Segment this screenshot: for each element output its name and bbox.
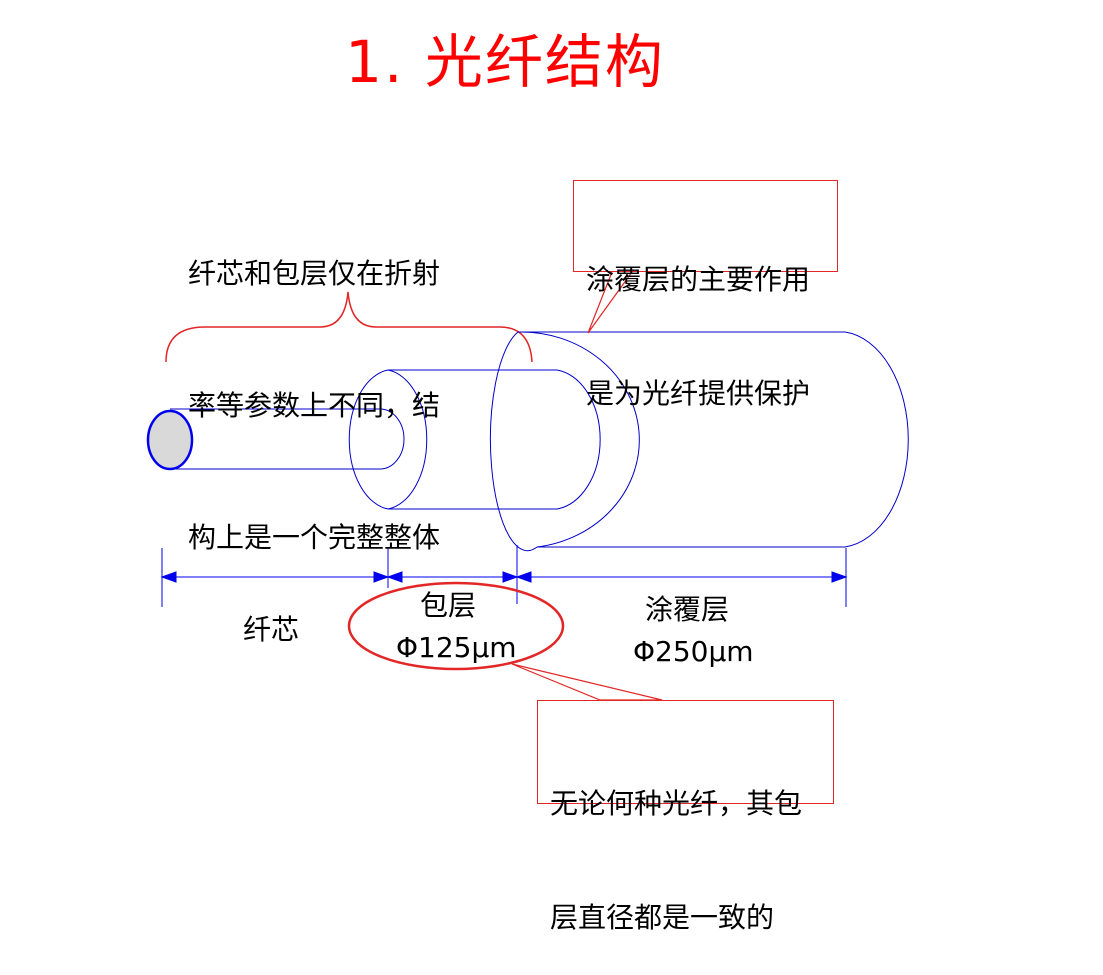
- core-end-face: [146, 409, 194, 471]
- coating-callout-line-2: 是为光纤提供保护: [586, 377, 811, 410]
- brace-note-line-1: 纤芯和包层仅在折射: [188, 257, 441, 290]
- cladding-callout-line-1: 无论何种光纤，其包: [550, 787, 803, 820]
- coating-label: 涂覆层: [645, 593, 730, 626]
- coating-callout: 涂覆层的主要作用 是为光纤提供保护: [573, 180, 838, 410]
- fiber-core: [146, 408, 405, 471]
- cladding-layer: [348, 369, 601, 510]
- brace-note-line-3: 构上是一个完整整体: [188, 521, 441, 554]
- coating-callout-pointer: [587, 271, 633, 334]
- cladding-callout-line-2: 层直径都是一致的: [550, 901, 775, 934]
- page-title: 1. 光纤结构: [345, 28, 665, 96]
- brace: [165, 291, 533, 363]
- dimension-lines: [160, 545, 848, 607]
- core-label: 纤芯: [243, 613, 300, 646]
- cladding-highlight: [347, 581, 565, 671]
- coating-layer: [489, 331, 909, 552]
- cladding-callout: 无论何种光纤，其包 层直径都是一致的: [537, 700, 834, 934]
- brace-note: 纤芯和包层仅在折射 率等参数上不同，结 构上是一个完整整体: [188, 164, 440, 604]
- cladding-diameter-label: Φ125μm: [396, 631, 517, 664]
- cladding-label: 包层: [420, 589, 477, 622]
- coating-callout-line-1: 涂覆层的主要作用: [586, 263, 811, 296]
- brace-note-line-2: 率等参数上不同，结: [188, 389, 441, 422]
- coating-diameter-label: Φ250μm: [633, 635, 754, 668]
- fiber-structure-diagram: [146, 271, 909, 701]
